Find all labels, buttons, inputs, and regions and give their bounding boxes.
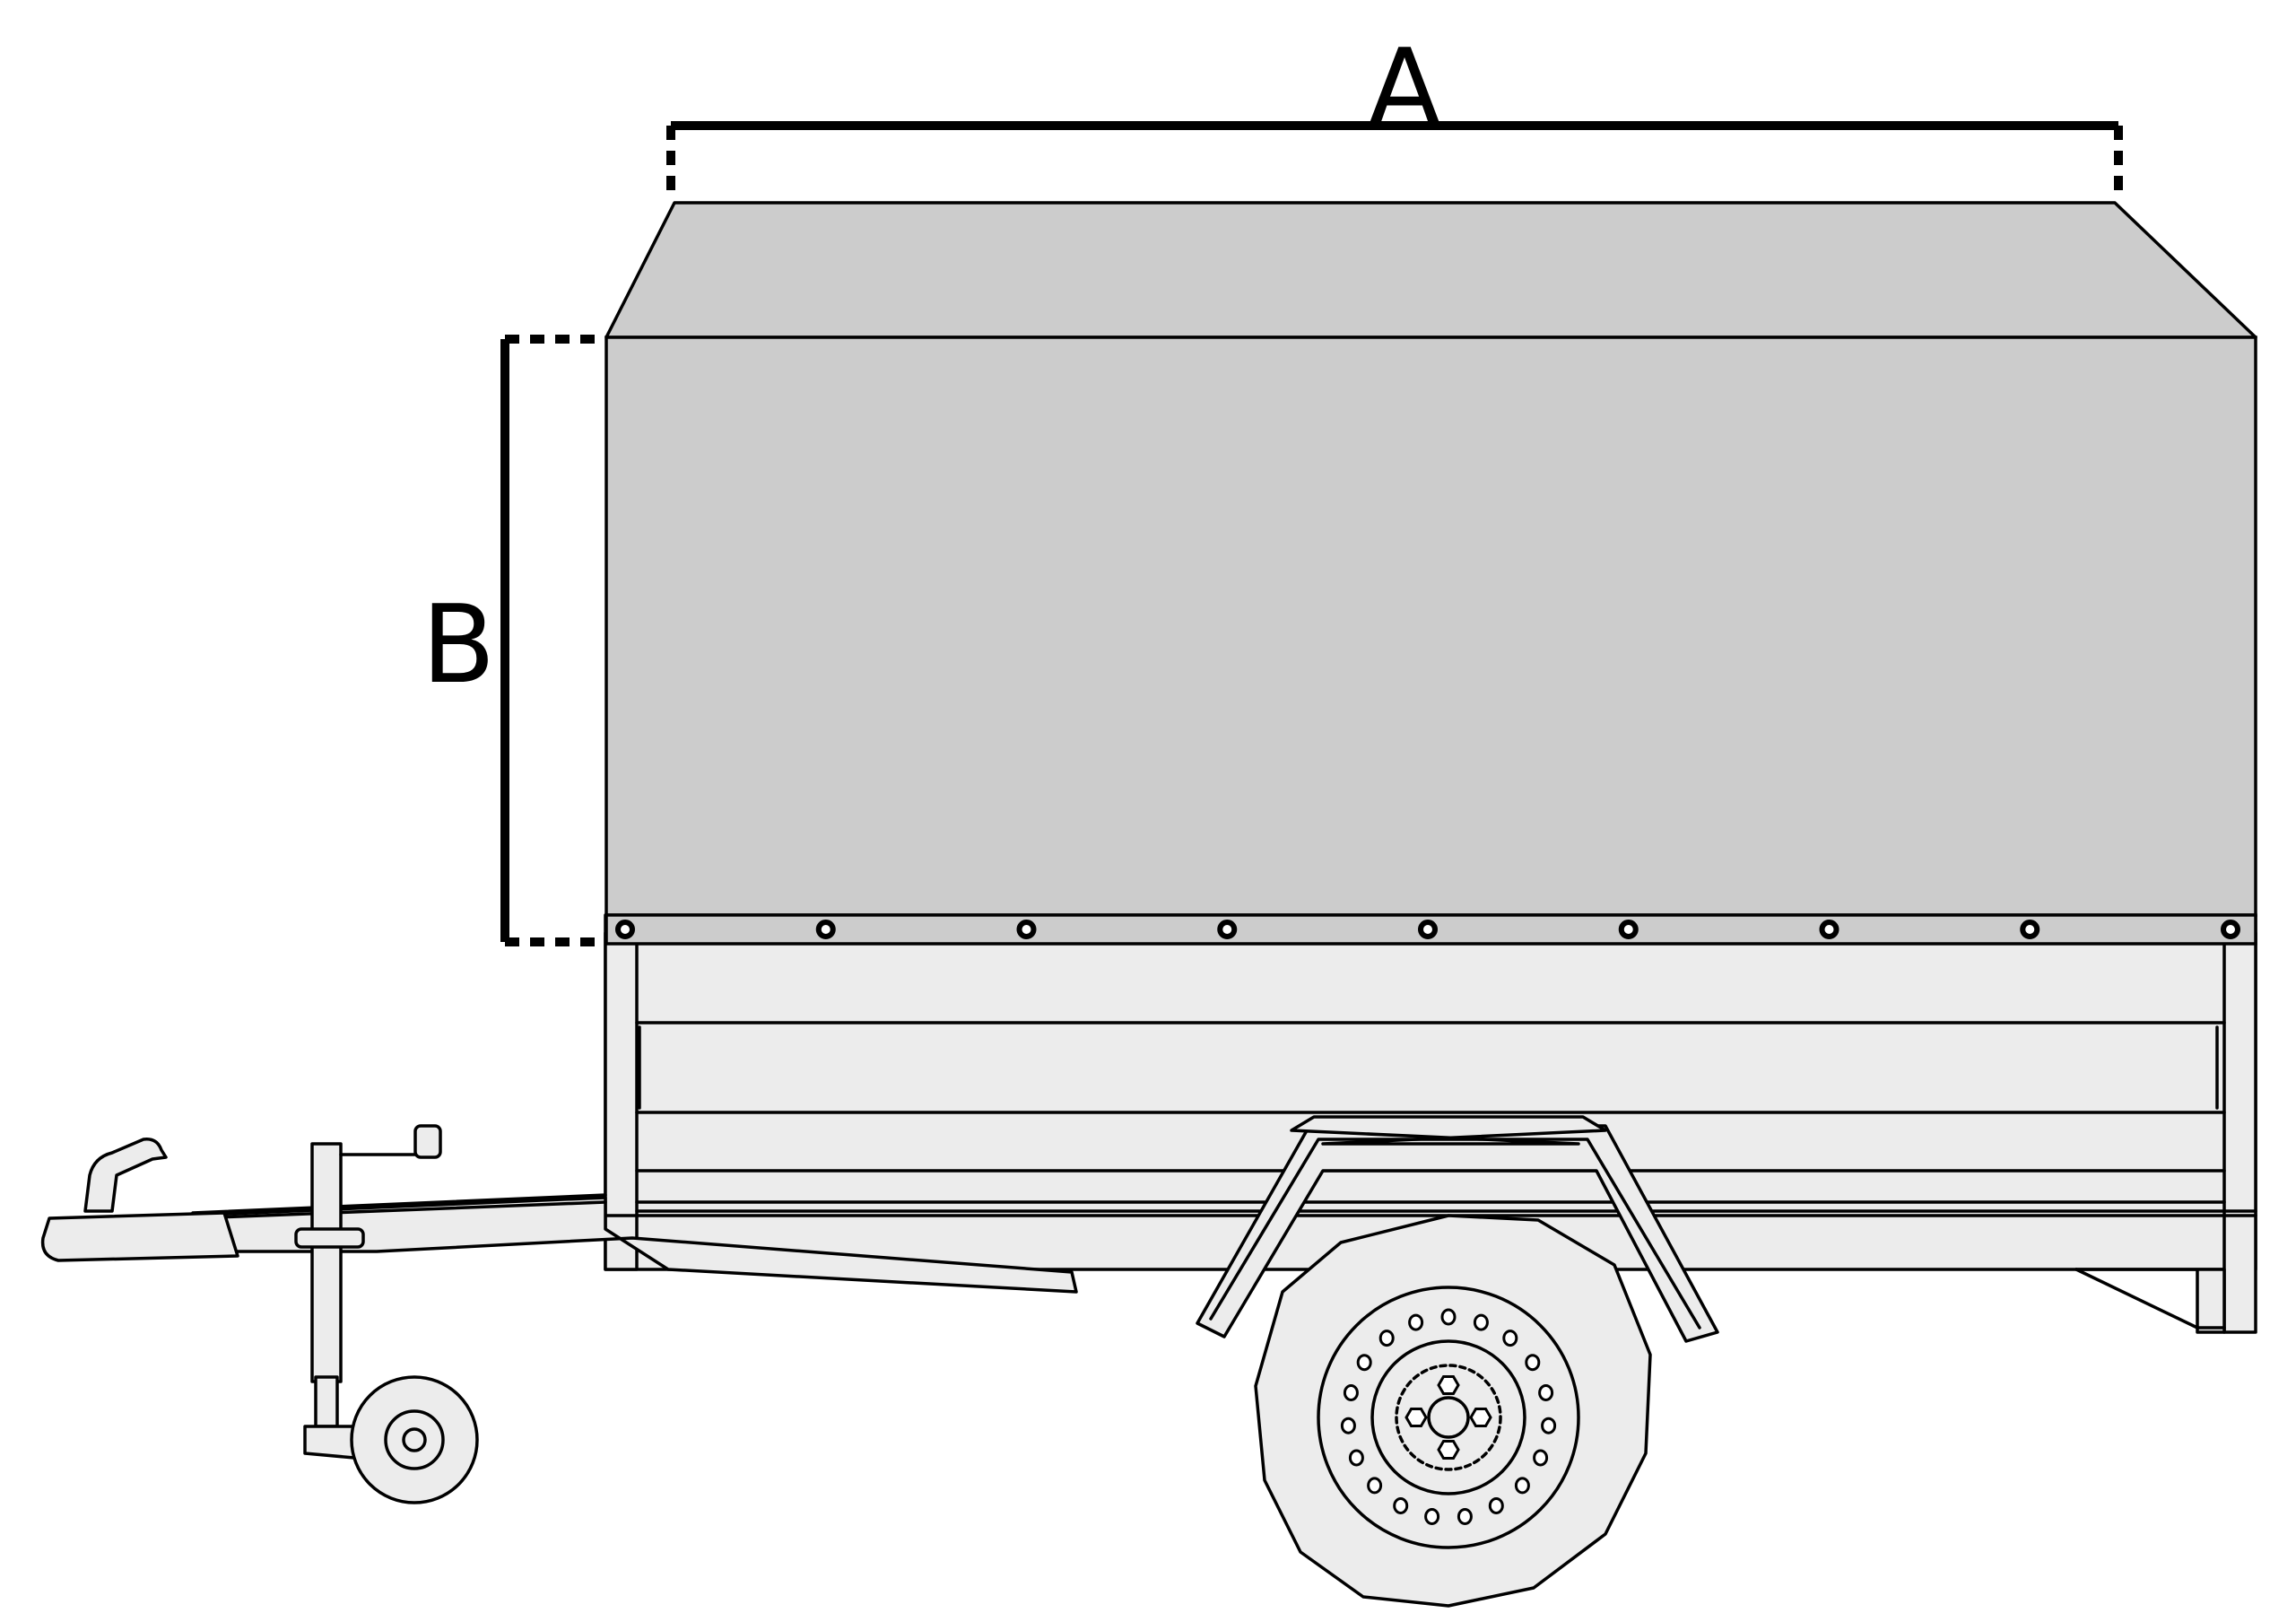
wheel-hole xyxy=(1541,1417,1557,1434)
cover-side xyxy=(604,336,2257,917)
eyelet xyxy=(1618,920,1639,939)
wheel-hole xyxy=(1533,1449,1549,1467)
lug-nut xyxy=(1437,1375,1460,1395)
cover-eyelets xyxy=(615,920,2240,939)
eyelet xyxy=(1217,920,1238,939)
wheel-hole xyxy=(1343,1384,1359,1401)
eyelet xyxy=(1016,920,1037,939)
wheel-hole xyxy=(1457,1508,1473,1525)
wheel-lug-nuts xyxy=(1405,1375,1492,1460)
wheel-hole xyxy=(1440,1308,1457,1326)
eyelet xyxy=(815,920,836,939)
eyelet xyxy=(2221,920,2240,939)
lug-nut xyxy=(1437,1440,1460,1460)
trailer-box xyxy=(604,913,2257,1334)
cover-roof xyxy=(604,201,2257,339)
trailer-cover xyxy=(604,201,2257,946)
wheel-hole xyxy=(1408,1313,1424,1331)
cover-hem xyxy=(604,913,2257,946)
fender xyxy=(1196,1115,1719,1343)
dimension-b-bracket xyxy=(500,335,603,946)
eyelet xyxy=(1819,920,1839,939)
dimension-a-label: A xyxy=(1368,27,1442,152)
lug-nut xyxy=(1469,1408,1492,1427)
main-wheel xyxy=(1254,1214,1652,1608)
wheel-hole xyxy=(1424,1508,1440,1525)
wheel-hole xyxy=(1356,1354,1372,1372)
jockey-wheel xyxy=(294,1124,479,1504)
wheel-hole xyxy=(1367,1477,1383,1495)
lug-nut xyxy=(1405,1408,1428,1427)
wheel-hole xyxy=(1393,1497,1409,1514)
wheel-hole xyxy=(1473,1313,1489,1331)
wheel-hole xyxy=(1502,1330,1518,1347)
wheel-hole xyxy=(1488,1497,1504,1514)
wheel-hole xyxy=(1538,1384,1554,1401)
wheel-hole xyxy=(1378,1330,1395,1347)
wheel-hole xyxy=(1348,1449,1364,1467)
drawbar xyxy=(40,1138,1078,1294)
wheel-hole xyxy=(1525,1354,1541,1372)
eyelet xyxy=(1418,920,1438,939)
wheel-hole xyxy=(1514,1477,1530,1495)
eyelet xyxy=(2020,920,2040,939)
wheel-hole xyxy=(1340,1417,1356,1434)
wheel-bolt-holes xyxy=(1340,1308,1557,1525)
dimension-a-bracket xyxy=(666,121,2123,199)
eyelet xyxy=(615,920,635,939)
dimension-b-label: B xyxy=(422,583,496,708)
